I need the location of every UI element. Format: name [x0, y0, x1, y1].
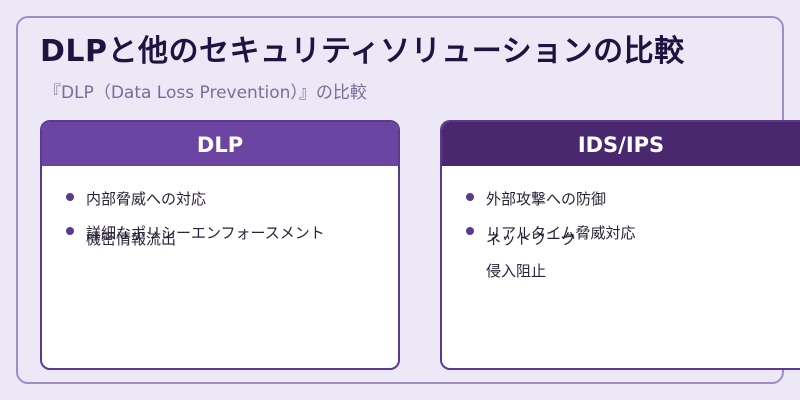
ids-ips-card: IDS/IPS 外部攻撃への防御 リアルタイム脅威対応 ネットワーク 侵入阻止 — [440, 120, 800, 370]
page-subtitle: 『DLP（Data Loss Prevention）』の比較 — [44, 83, 367, 103]
list-item: ネットワーク — [486, 230, 577, 248]
bullet-icon — [466, 193, 474, 201]
page-title: DLPと他のセキュリティソリューションの比較 — [40, 34, 685, 69]
bullet-icon — [66, 193, 74, 201]
list-item: 詳細なポリシーエンフォースメント — [86, 224, 325, 242]
bullet-icon — [66, 227, 74, 235]
list-item: リアルタイム脅威対応 — [486, 224, 636, 242]
ids-ips-card-header: IDS/IPS — [442, 122, 800, 166]
bullet-icon — [466, 227, 474, 235]
dlp-card: DLP 内部脅威への対応 詳細なポリシーエンフォースメント 機密情報流出 — [40, 120, 400, 370]
list-item: 外部攻撃への防御 — [486, 190, 607, 208]
list-item: 侵入阻止 — [486, 262, 547, 280]
dlp-card-header: DLP — [42, 122, 398, 166]
list-item: 内部脅威への対応 — [86, 190, 207, 208]
list-item: 機密情報流出 — [86, 230, 177, 248]
